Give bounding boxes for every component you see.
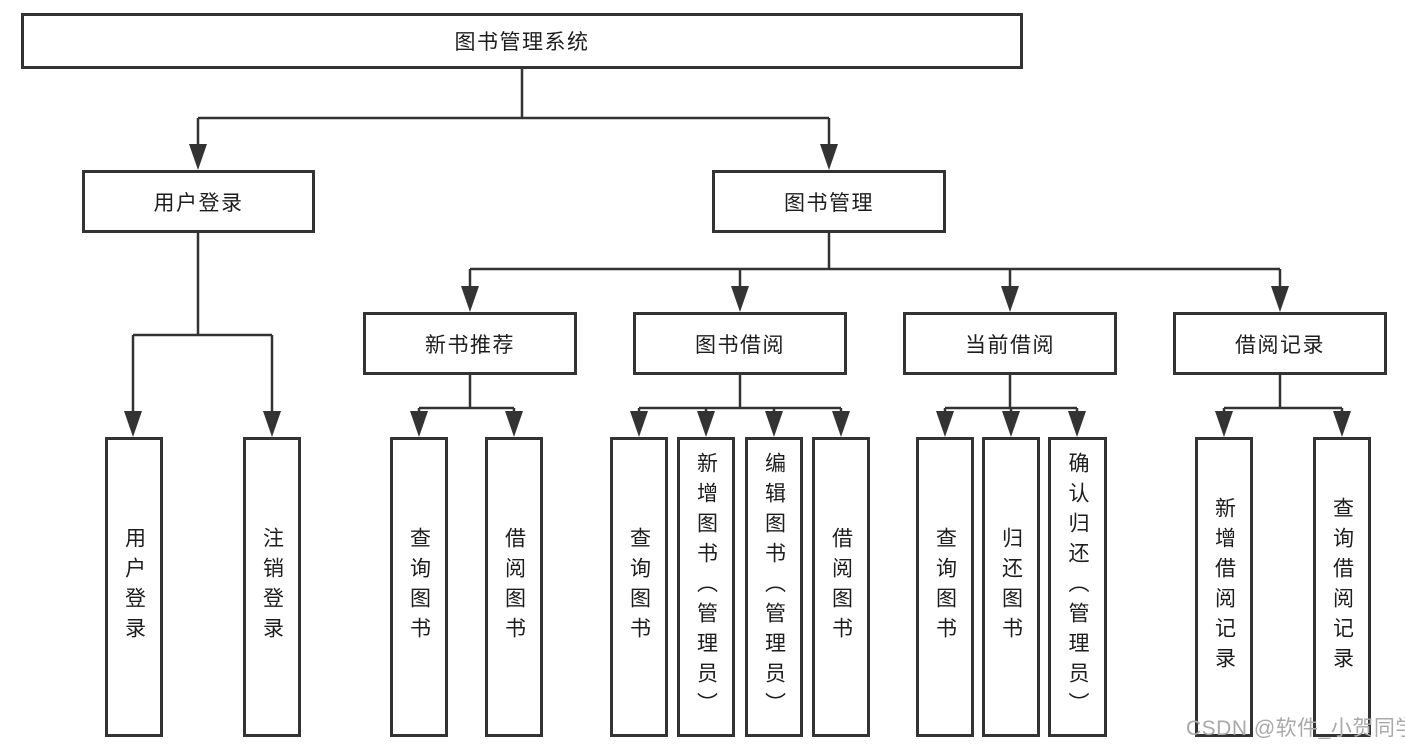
arrow-down-icon — [731, 286, 749, 312]
leaf-logout: 注销登录 — [243, 437, 301, 737]
node-book-management: 图书管理 — [712, 170, 946, 233]
leaf-add-borrow-record: 新增借阅记录 — [1195, 437, 1253, 737]
arrow-down-icon — [832, 411, 850, 437]
connector-root-to-level1 — [196, 69, 831, 146]
leaf-confirm-return-admin: 确认归还（管理员） — [1048, 437, 1107, 737]
arrow-down-icon — [1001, 286, 1019, 312]
leaf-return-books: 归还图书 — [982, 437, 1040, 737]
connector-user-login-to-leaves — [131, 233, 274, 413]
arrow-down-icon — [124, 411, 142, 437]
arrow-down-icon — [461, 286, 479, 312]
arrow-down-icon — [1271, 286, 1289, 312]
arrowheads — [124, 144, 1351, 437]
leaf-borrow-books-1: 借阅图书 — [485, 437, 543, 737]
arrow-down-icon — [936, 411, 954, 437]
arrow-down-icon — [505, 411, 523, 437]
connector-book-mgmt-to-level2 — [468, 233, 1282, 288]
leaf-add-books-admin: 新增图书（管理员） — [677, 437, 735, 737]
leaf-user-login: 用户登录 — [105, 437, 163, 737]
connector-current-borrow-to-leaves — [943, 375, 1079, 413]
arrow-down-icon — [765, 411, 783, 437]
arrow-down-icon — [1215, 411, 1233, 437]
node-current-borrowing: 当前借阅 — [903, 312, 1117, 375]
leaf-edit-books-admin: 编辑图书（管理员） — [745, 437, 803, 737]
leaf-query-borrow-record: 查询借阅记录 — [1313, 437, 1371, 737]
node-book-borrowing: 图书借阅 — [633, 312, 847, 375]
arrow-down-icon — [263, 411, 281, 437]
node-user-login: 用户登录 — [82, 170, 315, 233]
arrow-down-icon — [410, 411, 428, 437]
leaf-query-books-2: 查询图书 — [610, 437, 668, 737]
arrow-down-icon — [630, 411, 648, 437]
arrow-down-icon — [820, 144, 838, 170]
node-root-book-management-system: 图书管理系统 — [21, 13, 1023, 69]
leaf-query-books-1: 查询图书 — [390, 437, 448, 737]
leaf-query-books-3: 查询图书 — [916, 437, 974, 737]
connector-book-borrow-to-leaves — [637, 375, 843, 413]
arrow-down-icon — [1333, 411, 1351, 437]
node-new-book-recommend: 新书推荐 — [363, 312, 577, 375]
arrow-down-icon — [1068, 411, 1086, 437]
leaf-borrow-books-2: 借阅图书 — [812, 437, 870, 737]
arrow-down-icon — [1002, 411, 1020, 437]
arrow-down-icon — [697, 411, 715, 437]
csdn-watermark: CSDN @软件_小贺同学 — [1186, 717, 1405, 740]
connector-new-book-rec-to-leaves — [417, 375, 516, 413]
node-borrowing-records: 借阅记录 — [1173, 312, 1387, 375]
arrow-down-icon — [189, 144, 207, 170]
connector-borrow-records-to-leaves — [1222, 375, 1344, 413]
